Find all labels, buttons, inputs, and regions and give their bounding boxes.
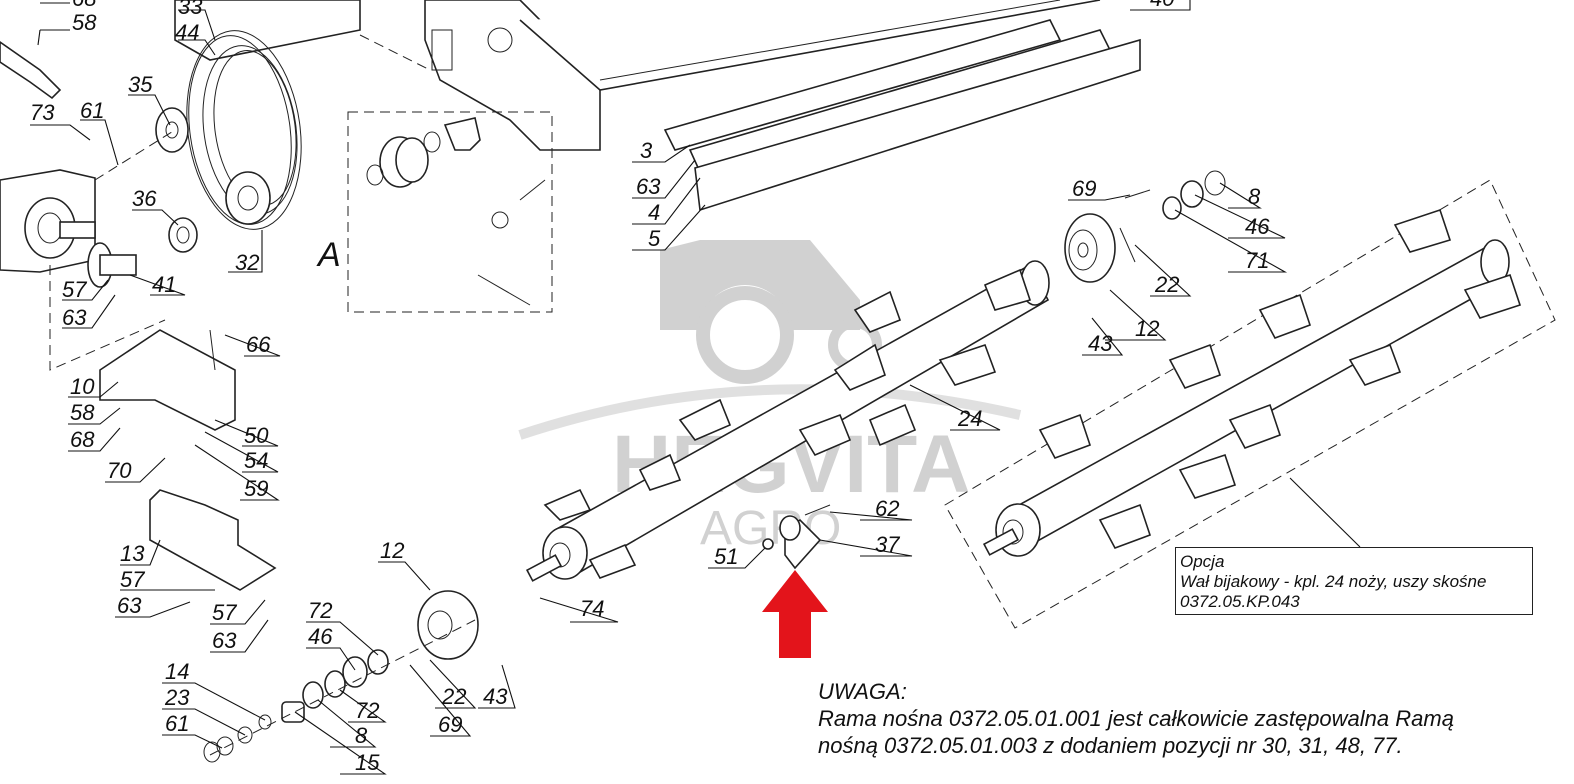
callout-label: 63: [62, 305, 87, 330]
callout-label: 61: [80, 98, 104, 123]
frame-arm-top-left: [0, 0, 431, 100]
callout-label: 14: [165, 659, 189, 684]
hub-12-bottom: [203, 590, 479, 763]
watermark-logo: [518, 240, 1022, 440]
callout-label: 12: [380, 538, 404, 563]
callout-label: 23: [164, 685, 190, 710]
callout-label: 10: [70, 374, 95, 399]
note-line-1: Rama nośna 0372.05.01.001 jest całkowici…: [818, 706, 1454, 731]
callout-label: 24: [957, 406, 982, 431]
option-part-number: 0372.05.KP.043: [1180, 592, 1300, 611]
callout-label: 4: [648, 200, 660, 225]
callout-label: 41: [152, 272, 176, 297]
callout-labels: 68 58 33 44 35 73 61 36 32 41 57 63 66 1…: [30, 0, 1270, 775]
callout-label: 50: [244, 423, 269, 448]
side-rails: [663, 19, 1141, 212]
bushing-36: [168, 217, 198, 253]
callout-label: 15: [355, 750, 380, 775]
callout-label: 13: [120, 541, 145, 566]
callout-label: 68: [70, 427, 95, 452]
callout-label: 57: [120, 567, 145, 592]
note-heading: UWAGA:: [818, 679, 907, 704]
callout-label: 71: [1245, 248, 1269, 273]
callout-label: 69: [1072, 176, 1096, 201]
callout-label: 63: [212, 628, 237, 653]
knife-37: [762, 504, 831, 570]
callout-label: 59: [244, 476, 268, 501]
cover-13: [149, 489, 277, 591]
note-block: UWAGA: Rama nośna 0372.05.01.001 jest ca…: [818, 678, 1558, 759]
flail-shaft-option: [944, 179, 1556, 629]
gearbox: [0, 129, 176, 371]
callout-label: 43: [483, 684, 508, 709]
callout-label: 74: [580, 596, 604, 621]
callout-label: 46: [308, 624, 333, 649]
callout-label: 57: [212, 600, 237, 625]
hub-12-right: [1064, 170, 1226, 283]
option-box: Opcja Wał bijakowy - kpl. 24 noży, uszy …: [1175, 547, 1533, 615]
option-description: Wał bijakowy - kpl. 24 noży, uszy skośne: [1180, 572, 1487, 591]
callout-label: 72: [355, 698, 379, 723]
highlight-arrow: [762, 570, 828, 658]
callout-label: 68: [72, 0, 97, 11]
leader-lines: [30, 0, 1361, 775]
detail-a-box: [347, 111, 553, 313]
callout-label: 40: [1150, 0, 1175, 11]
note-line-2: nośną 0372.05.01.003 z dodaniem pozycji …: [818, 733, 1403, 758]
callout-label: 63: [636, 174, 661, 199]
callout-label: 70: [107, 458, 132, 483]
main-frame-side-plate: [424, 0, 1101, 151]
callout-label: 61: [165, 711, 189, 736]
pulley-35: [155, 107, 189, 153]
callout-label: 63: [117, 593, 142, 618]
callout-label: 57: [62, 277, 87, 302]
detail-a-label: A: [318, 236, 341, 274]
callout-label: 54: [244, 448, 268, 473]
callout-label: 44: [175, 20, 199, 45]
callout-label: 22: [1154, 272, 1179, 297]
callout-label: 3: [640, 138, 653, 163]
callout-label: 36: [132, 186, 157, 211]
callout-label: 62: [875, 496, 899, 521]
callout-label: 69: [438, 712, 462, 737]
flail-shaft-24: [525, 260, 1050, 582]
callout-label: 32: [235, 250, 259, 275]
callout-label: 58: [70, 400, 95, 425]
callout-label: 22: [441, 684, 466, 709]
callout-label: 37: [875, 532, 900, 557]
v-belt: [186, 30, 302, 230]
callout-label: 73: [30, 100, 55, 125]
callout-label: 5: [648, 226, 661, 251]
callout-label: 33: [178, 0, 203, 19]
callout-label: 72: [308, 598, 332, 623]
callout-label: 66: [246, 332, 271, 357]
option-title: Opcja: [1180, 552, 1225, 571]
bracket-10: [99, 329, 236, 431]
callout-label: 43: [1088, 331, 1113, 356]
callout-label: 58: [72, 10, 97, 35]
callout-label: 51: [714, 544, 738, 569]
callout-label: 8: [1248, 184, 1261, 209]
callout-label: 8: [355, 723, 368, 748]
flange-41: [87, 242, 137, 288]
callout-label: 35: [128, 72, 153, 97]
callout-label: 46: [1245, 214, 1270, 239]
callout-label: 12: [1135, 316, 1159, 341]
